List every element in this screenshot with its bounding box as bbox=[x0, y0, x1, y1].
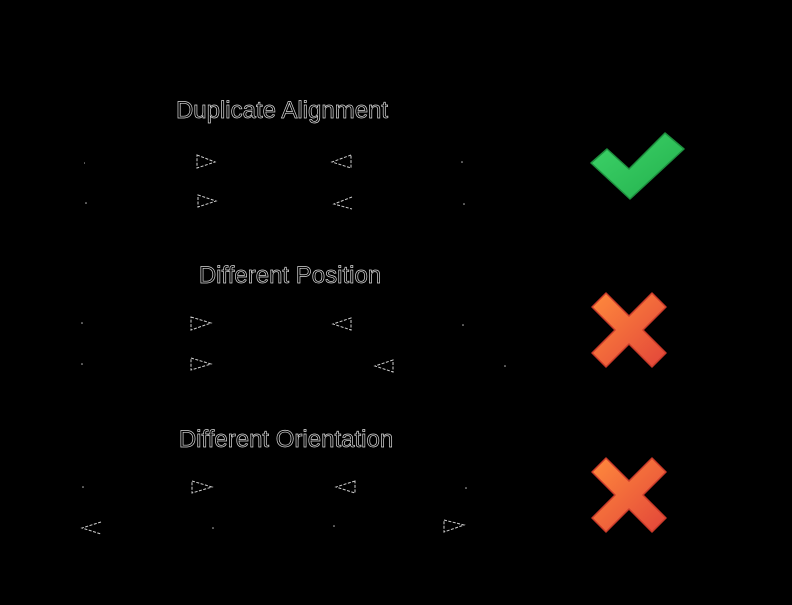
section-title: Duplicate Alignment bbox=[176, 97, 388, 124]
section-duplicate-alignment: Duplicate Alignment bbox=[84, 97, 685, 210]
arrowhead-right-icon bbox=[190, 357, 213, 371]
arrowhead-left-icon bbox=[331, 317, 352, 331]
arrowhead-right-icon bbox=[190, 316, 213, 331]
arrowhead-right-icon bbox=[197, 194, 218, 208]
arrowhead-right-icon bbox=[443, 519, 466, 533]
arrowhead-left-icon bbox=[334, 480, 356, 494]
arrowhead-left-icon bbox=[80, 521, 102, 535]
section-title: Different Orientation bbox=[179, 426, 393, 453]
arrow-tail-dot bbox=[461, 161, 463, 163]
arrowhead-right-icon bbox=[191, 480, 214, 494]
cross-icon bbox=[591, 457, 667, 533]
check-icon bbox=[590, 132, 685, 200]
section-different-orientation: Different Orientation bbox=[80, 426, 667, 535]
arrowhead-left-icon bbox=[332, 196, 353, 210]
cross-icon bbox=[591, 292, 667, 368]
arrowhead-left-icon bbox=[373, 359, 394, 373]
section-different-position: Different Position bbox=[81, 262, 667, 373]
arrow-pair bbox=[84, 154, 465, 210]
arrowhead-right-icon bbox=[196, 154, 217, 169]
arrowhead-left-icon bbox=[330, 154, 352, 169]
section-title: Different Position bbox=[199, 262, 381, 289]
